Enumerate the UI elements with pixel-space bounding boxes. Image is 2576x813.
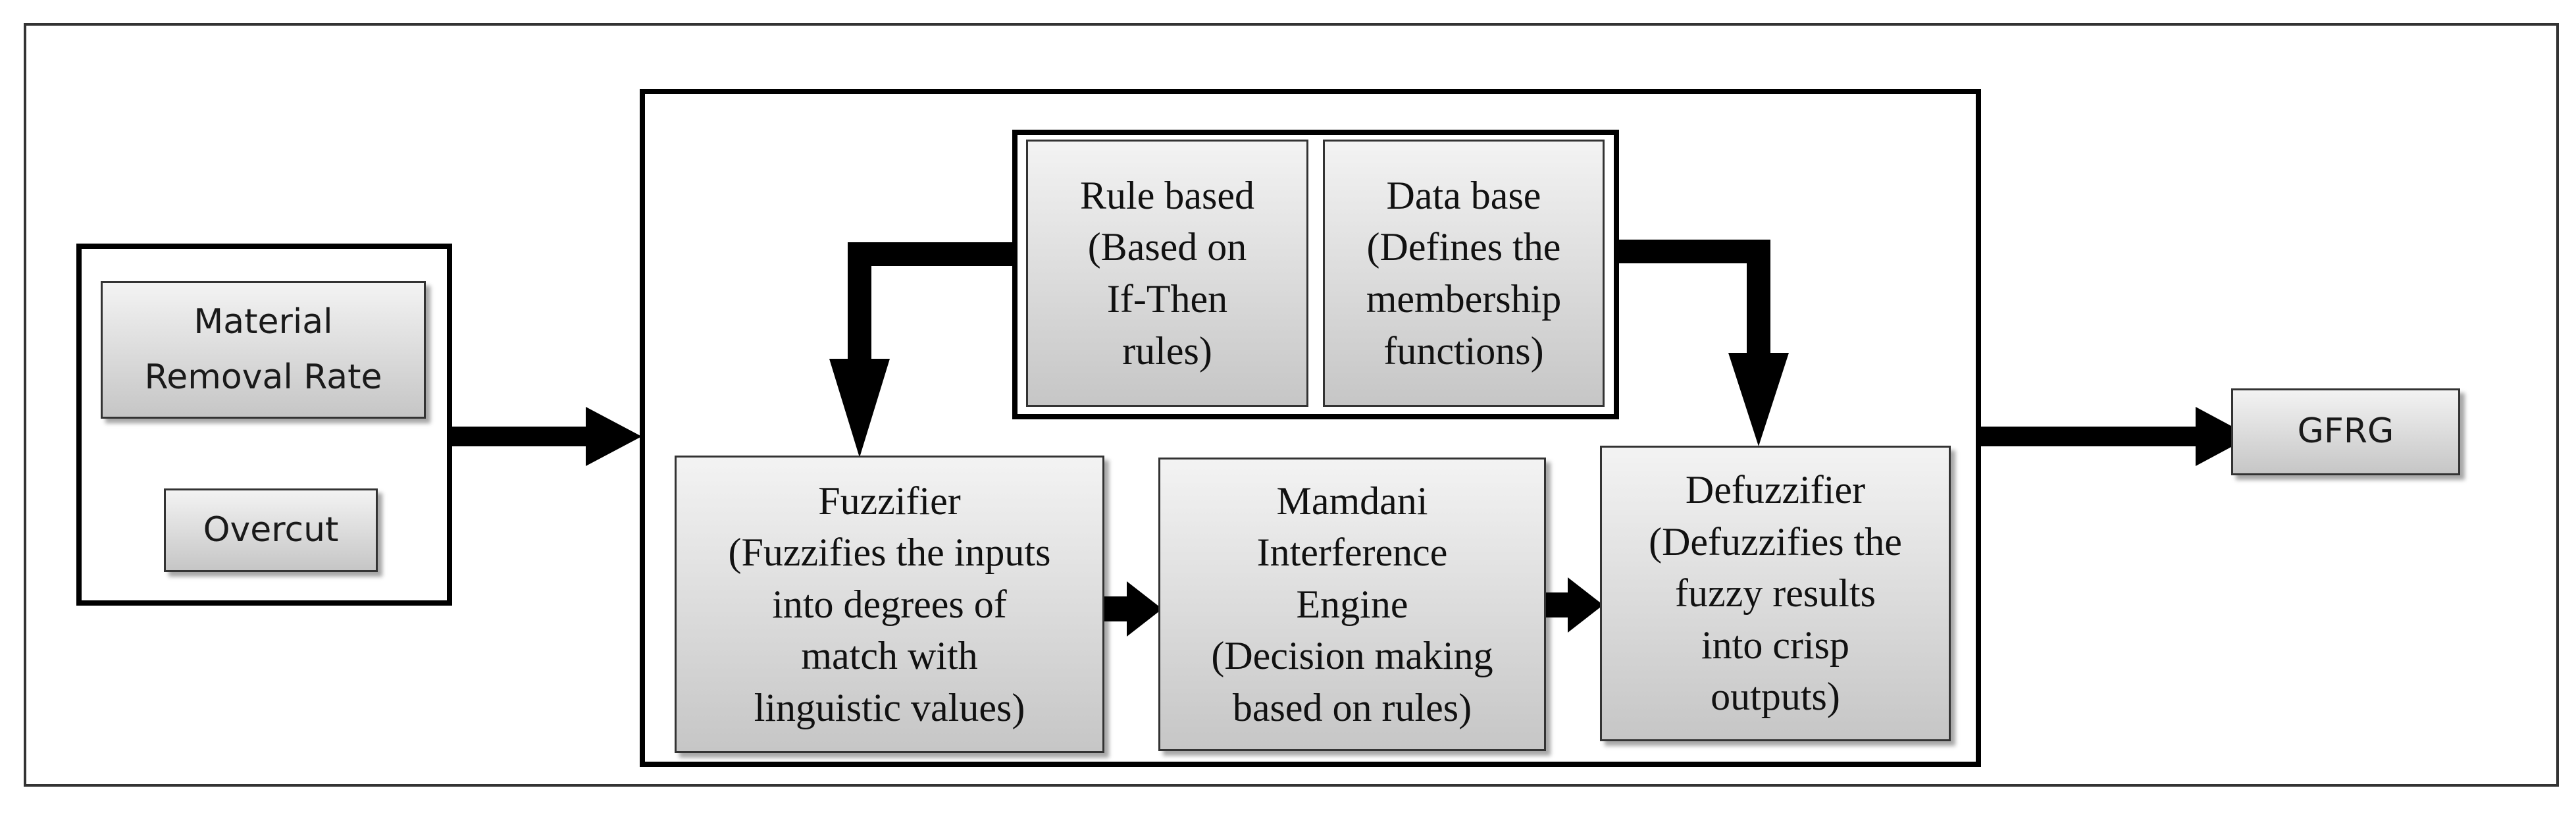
output-arrow-shaft: [1981, 427, 2198, 446]
knowledge-base-frame: [1012, 130, 1619, 419]
output-arrow-head: [2196, 407, 2251, 466]
data-base-box: Data base (Defines the membership functi…: [1323, 140, 1605, 407]
data-base-label: Data base (Defines the membership functi…: [1366, 173, 1562, 373]
gfrg-output-box: GFRG: [2231, 388, 2460, 475]
rule-base-box: Rule based (Based on If-Then rules): [1026, 140, 1308, 407]
rule-base-connector: [848, 242, 871, 361]
data-base-arrow-head: [1728, 353, 1789, 446]
input-arrow-shaft: [450, 427, 588, 446]
fuzzifier-arrow-head: [1127, 581, 1162, 637]
defuzzifier-box: Defuzzifier (Defuzzifies the fuzzy resul…: [1600, 446, 1951, 741]
material-removal-rate-box: Material Removal Rate: [101, 281, 426, 419]
inputs-group: [76, 244, 452, 606]
fuzzifier-arrow-shaft: [1103, 596, 1129, 621]
data-base-connector: [1616, 240, 1770, 263]
fuzzy-system-frame: [640, 89, 1981, 767]
defuzzifier-label: Defuzzifier (Defuzzifies the fuzzy resul…: [1649, 468, 1902, 719]
inference-engine-label: Mamdani Interference Engine (Decision ma…: [1211, 479, 1493, 729]
rule-base-label: Rule based (Based on If-Then rules): [1080, 173, 1254, 373]
inference-engine-box: Mamdani Interference Engine (Decision ma…: [1158, 458, 1546, 751]
engine-arrow-shaft: [1544, 592, 1570, 617]
rule-base-connector: [848, 242, 1015, 266]
data-base-connector: [1747, 240, 1770, 355]
material-removal-rate-label: Material Removal Rate: [144, 302, 382, 397]
engine-arrow-head: [1568, 577, 1603, 633]
input-arrow-head: [586, 407, 642, 466]
fuzzifier-box: Fuzzifier (Fuzzifies the inputs into deg…: [675, 456, 1104, 753]
diagram-border: [24, 23, 2559, 787]
overcut-box: Overcut: [164, 488, 378, 572]
fuzzifier-label: Fuzzifier (Fuzzifies the inputs into deg…: [728, 479, 1051, 729]
overcut-label: Overcut: [203, 510, 339, 550]
rule-base-arrow-head: [829, 359, 890, 458]
gfrg-label: GFRG: [2297, 411, 2394, 452]
